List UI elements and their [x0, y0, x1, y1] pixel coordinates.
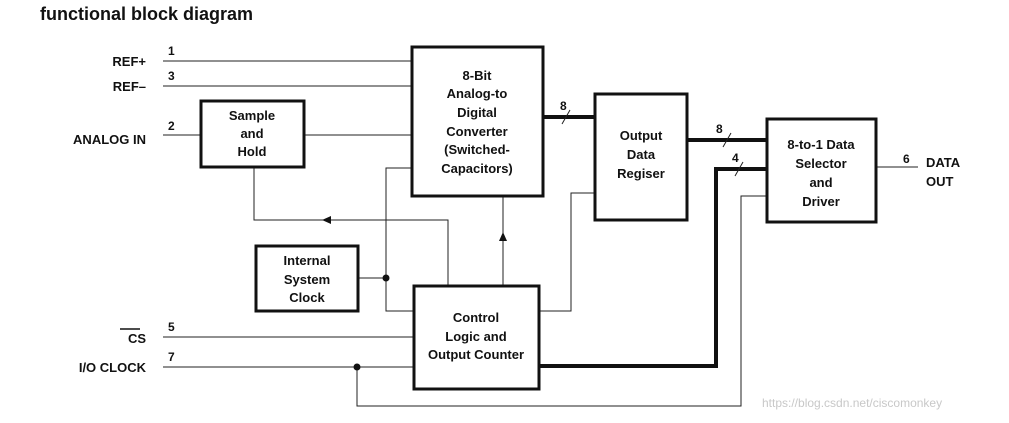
pin-ref-plus: 1 — [168, 44, 175, 58]
watermark: https://blog.csdn.net/ciscomonkey — [762, 396, 942, 410]
adc-line-1: 8-Bit — [463, 68, 493, 83]
register-line-3: Regiser — [617, 166, 665, 181]
selector-line-1: 8-to-1 Data — [787, 137, 855, 152]
data-buses — [539, 109, 767, 368]
adc-line-5: (Switched- — [444, 142, 510, 157]
adc-block: 8-Bit Analog-to Digital Converter (Switc… — [410, 45, 545, 198]
pin-cs: 5 — [168, 320, 175, 334]
bus-width-adc: 8 — [560, 99, 567, 113]
output-register-block: Output Data Regiser — [593, 92, 689, 222]
control-block: Control Logic and Output Counter — [412, 284, 541, 391]
register-bus-slash — [722, 132, 732, 148]
analog-in-label: ANALOG IN — [73, 132, 146, 147]
sample-hold-line-3: Hold — [238, 144, 267, 159]
clock-line-1: Internal — [284, 253, 331, 268]
selector-line-2: Selector — [795, 156, 846, 171]
register-line-1: Output — [620, 128, 663, 143]
control-to-selector-bus — [539, 167, 767, 368]
control-line-2: Logic and — [445, 329, 506, 344]
io-clock-junction-dot — [353, 363, 361, 371]
data-out-label-2: OUT — [926, 174, 954, 189]
adc-line-6: Capacitors) — [441, 161, 513, 176]
selector-line-4: Driver — [802, 194, 840, 209]
selector-line-3: and — [809, 175, 832, 190]
hold-feedback-wire — [253, 167, 449, 286]
sample-hold-line-1: Sample — [229, 108, 275, 123]
ref-plus-label: REF+ — [112, 54, 146, 69]
clock-to-control-wire — [385, 278, 414, 312]
register-line-2: Data — [627, 147, 656, 162]
control-to-adc-arrow — [499, 232, 507, 241]
feedback-arrow — [322, 216, 331, 224]
clock-to-adc-wire — [385, 167, 412, 278]
io-clock-label: I/O CLOCK — [79, 360, 147, 375]
diagram-title: functional block diagram — [40, 4, 254, 24]
cs-label: CS — [128, 331, 146, 346]
control-bus-slash — [734, 161, 744, 177]
adc-bus-slash — [561, 109, 571, 125]
pin-ref-minus: 3 — [168, 69, 175, 83]
pin-data-out: 6 — [903, 152, 910, 166]
pin-io-clock: 7 — [168, 350, 175, 364]
clock-block: Internal System Clock — [254, 244, 360, 313]
pin-analog-in: 2 — [168, 119, 175, 133]
data-out-label-1: DATA — [926, 155, 961, 170]
sample-hold-line-2: and — [240, 126, 263, 141]
io-clock-to-selector-wire — [356, 195, 767, 407]
sample-hold-block: Sample and Hold — [199, 99, 306, 169]
control-line-1: Control — [453, 310, 499, 325]
adc-line-3: Digital — [457, 105, 497, 120]
ref-minus-label: REF– — [113, 79, 146, 94]
control-to-register-wire — [539, 192, 595, 312]
selector-block: 8-to-1 Data Selector and Driver — [765, 117, 878, 224]
clock-line-2: System — [284, 272, 330, 287]
clock-line-3: Clock — [289, 290, 325, 305]
clock-junction-dot — [382, 274, 390, 282]
adc-line-4: Converter — [446, 124, 507, 139]
bus-width-control: 4 — [732, 151, 739, 165]
adc-line-2: Analog-to — [447, 86, 508, 101]
signal-wires — [163, 60, 918, 407]
control-line-3: Output Counter — [428, 347, 524, 362]
bus-width-register: 8 — [716, 122, 723, 136]
